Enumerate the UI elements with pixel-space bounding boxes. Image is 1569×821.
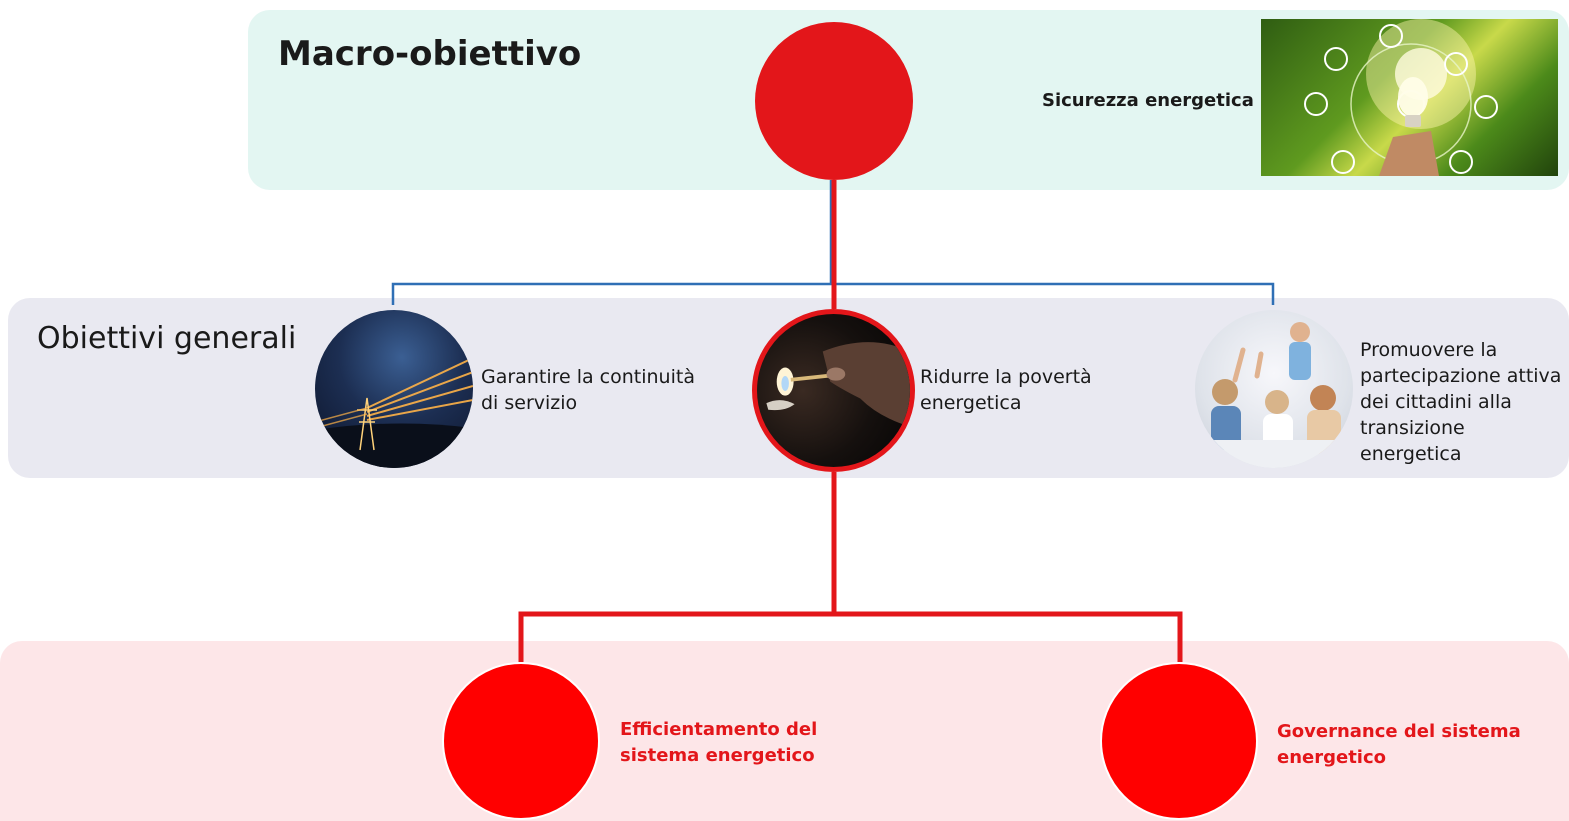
- power-lines-photo-icon: [315, 310, 473, 468]
- label-line: transizione energetica: [1360, 417, 1465, 465]
- label-line: Garantire la continuità: [481, 366, 695, 388]
- general-objective-2-label: Ridurre la povertà energetica: [920, 364, 1120, 416]
- lit-match-photo-icon: [752, 309, 915, 472]
- lightbulb-nature-photo-icon: [1261, 19, 1558, 176]
- label-line: dei cittadini alla: [1360, 391, 1512, 413]
- label-line: partecipazione attiva: [1360, 365, 1562, 387]
- macro-objective-circle: [755, 22, 913, 180]
- label-line: di servizio: [481, 392, 578, 414]
- general-objectives-heading: Obiettivi generali: [37, 321, 297, 356]
- general-objective-1-label: Garantire la continuità di servizio: [481, 364, 711, 416]
- label-line: Efficientamento del: [620, 719, 818, 740]
- classroom-photo-icon: [1195, 310, 1353, 468]
- macro-objective-label: Sicurezza energetica: [1042, 90, 1254, 111]
- label-line: Governance del sistema: [1277, 721, 1521, 742]
- lit-match-illustration: [766, 342, 910, 427]
- specific-objective-2-circle: [1100, 662, 1258, 820]
- macro-objective-heading: Macro-obiettivo: [278, 34, 582, 74]
- label-line: Promuovere la: [1360, 339, 1498, 361]
- power-lines-illustration: [315, 357, 473, 468]
- specific-objective-1-label: Efficientamento del sistema energetico: [620, 717, 860, 769]
- label-line: sistema energetico: [620, 745, 815, 766]
- classroom-illustration: [1195, 322, 1353, 468]
- specific-objectives-band: [0, 641, 1569, 821]
- general-objective-3-label: Promuovere la partecipazione attiva dei …: [1360, 337, 1569, 467]
- specific-objective-2-label: Governance del sistema energetico: [1277, 719, 1537, 771]
- label-line: energetica: [920, 392, 1022, 414]
- specific-objective-1-circle: [442, 662, 600, 820]
- lightbulb-nature-illustration: [1304, 19, 1498, 176]
- label-line: Ridurre la povertà: [920, 366, 1092, 388]
- label-line: energetico: [1277, 747, 1387, 768]
- blue-connector: [391, 180, 1275, 305]
